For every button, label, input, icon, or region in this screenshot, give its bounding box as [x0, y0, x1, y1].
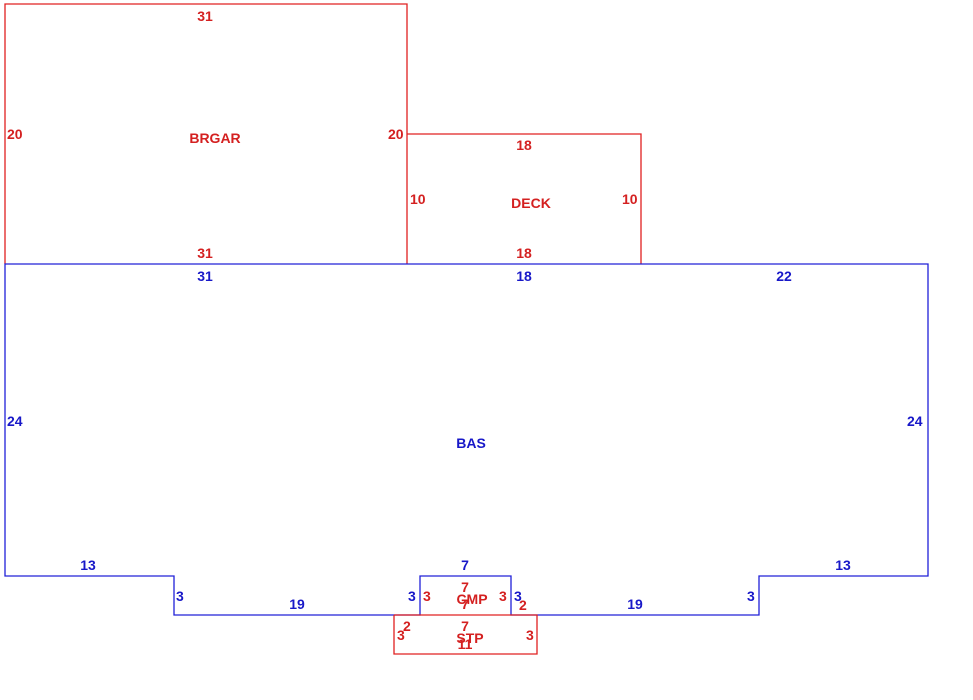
- bas-dim-right: 24: [907, 413, 923, 429]
- bas-dim-top-mid: 18: [516, 268, 532, 284]
- bas-label: BAS: [456, 435, 486, 451]
- cmp-label: CMP: [456, 591, 487, 607]
- stp-dim-left: 3: [397, 627, 405, 643]
- deck-dim-bottom: 18: [516, 245, 532, 261]
- bas-dim-bottom-mid-left: 19: [289, 596, 305, 612]
- stp-dim-top-right: 2: [519, 597, 527, 613]
- stp-dim-top: 7: [461, 618, 469, 634]
- deck-outline: [407, 133, 642, 264]
- stp-label: STP: [456, 630, 483, 646]
- bas-dim-step-right: 3: [747, 588, 755, 604]
- deck-label: DECK: [511, 195, 551, 211]
- bas-dim-left: 24: [7, 413, 23, 429]
- stp-dim-bottom: 11: [458, 636, 473, 652]
- brgar-dim-top: 31: [197, 8, 213, 24]
- deck-dim-left: 10: [410, 191, 426, 207]
- cmp-dim-top: 7: [461, 579, 469, 595]
- bas-dim-notch-right: 3: [514, 588, 522, 604]
- bas-dim-bottom-mid-right: 19: [627, 596, 643, 612]
- brgar-dim-left: 20: [7, 126, 23, 142]
- brgar-label: BRGAR: [189, 130, 240, 146]
- stp-dim-top-left: 2: [403, 618, 411, 634]
- bas-dim-notch-top: 7: [461, 557, 469, 573]
- bas-dim-top-right: 22: [776, 268, 792, 284]
- cmp-dim-right: 3: [499, 588, 507, 604]
- cmp-dim-left: 3: [423, 588, 431, 604]
- bas-outline: [4, 263, 929, 616]
- stp-outline: [393, 614, 538, 655]
- bas-dim-top-left: 31: [197, 268, 213, 284]
- deck-dim-right: 10: [622, 191, 638, 207]
- bas-dim-notch-left: 3: [408, 588, 416, 604]
- cmp-dim-bottom: 7: [461, 596, 469, 612]
- bas-dim-bottom-left: 13: [80, 557, 96, 573]
- stp-dim-right: 3: [526, 627, 534, 643]
- brgar-dim-right: 20: [388, 126, 404, 142]
- bas-dim-bottom-right: 13: [835, 557, 851, 573]
- deck-dim-top: 18: [516, 137, 532, 153]
- brgar-dim-bottom: 31: [197, 245, 213, 261]
- bas-dim-step-left: 3: [176, 588, 184, 604]
